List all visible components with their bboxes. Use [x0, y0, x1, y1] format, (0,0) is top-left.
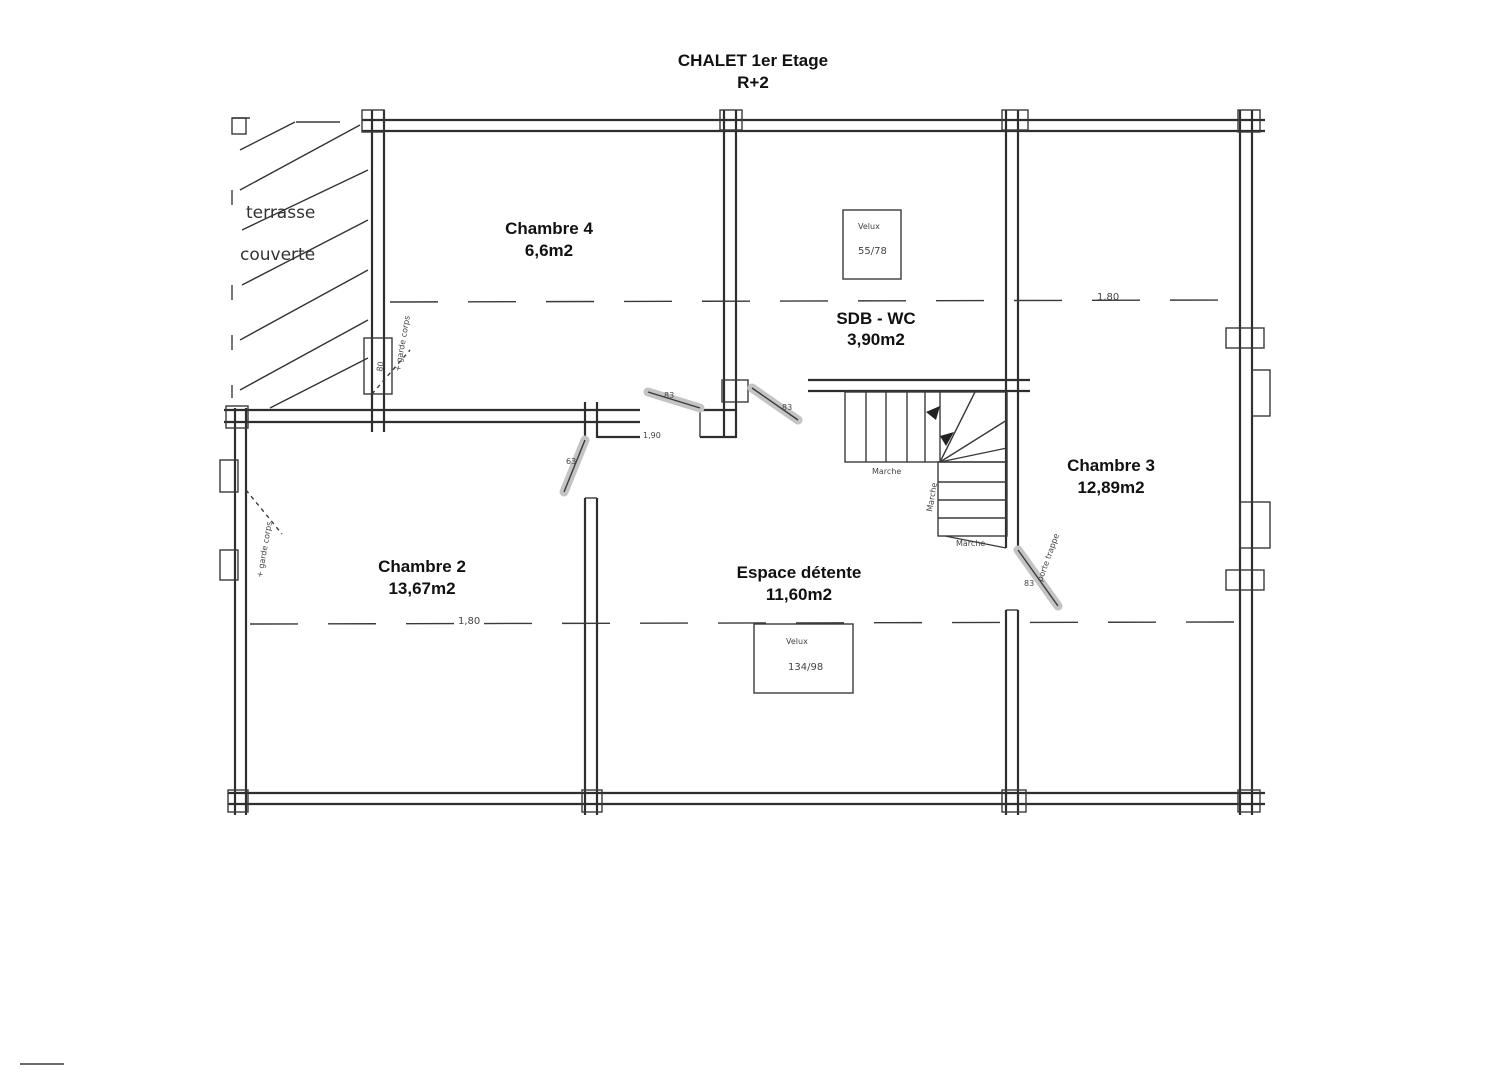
door-dimension-2: 83	[782, 403, 792, 412]
stair-marche-2: Marche	[956, 539, 985, 548]
plan-title: CHALET 1er Etage	[678, 51, 828, 70]
garde-corps-terrace-note: + garde corps	[393, 315, 412, 372]
garde-corps-left-note: + garde corps	[255, 521, 274, 578]
stair-marche-3: Marche	[925, 482, 939, 513]
room-espace-detente-name: Espace détente	[737, 563, 862, 582]
interior-walls	[581, 109, 1030, 815]
height-label-right: 1,80	[1097, 292, 1119, 303]
terrace-label-2: couverte	[240, 245, 315, 265]
windows	[219, 327, 1271, 591]
plan-subtitle: R+2	[737, 73, 769, 92]
height-lines	[249, 299, 1236, 625]
velux-espace	[753, 623, 854, 694]
doors	[245, 349, 1063, 611]
room-chambre-4-name: Chambre 4	[505, 219, 593, 238]
velux-sdb-size: 55/78	[858, 246, 887, 257]
staircase	[844, 391, 1008, 549]
velux-espace-size: 134/98	[788, 662, 823, 673]
velux-sdb	[842, 209, 902, 280]
height-label-left: 1,80	[458, 616, 480, 627]
room-sdb-name: SDB - WC	[836, 309, 915, 328]
room-chambre-3-area: 12,89m2	[1077, 478, 1144, 497]
garde-corps-post	[363, 337, 393, 395]
terrace-hatching	[231, 117, 369, 409]
room-sdb-area: 3,90m2	[847, 330, 905, 349]
trappe-dimension: 83	[1024, 579, 1034, 588]
velux-sdb-label: Velux	[858, 222, 880, 231]
porte-trappe-note: porte trappe	[1035, 532, 1061, 582]
height-label-mid: 1,90	[643, 431, 661, 440]
velux-espace-label: Velux	[786, 637, 808, 646]
room-espace-detente-area: 11,60m2	[766, 585, 832, 604]
exterior-walls	[224, 109, 1265, 815]
door-dimension-1: 83	[664, 391, 674, 400]
room-chambre-3-name: Chambre 3	[1067, 456, 1155, 475]
room-chambre-2-name: Chambre 2	[378, 557, 466, 576]
room-chambre-2-area: 13,67m2	[388, 579, 455, 598]
room-chambre-4-area: 6,6m2	[525, 241, 573, 260]
terrace-label: terrasse	[246, 203, 315, 223]
door-dimension-3: 63	[566, 457, 576, 466]
stair-marche-1: Marche	[872, 467, 901, 476]
garde-corps-size: 80	[375, 361, 386, 373]
